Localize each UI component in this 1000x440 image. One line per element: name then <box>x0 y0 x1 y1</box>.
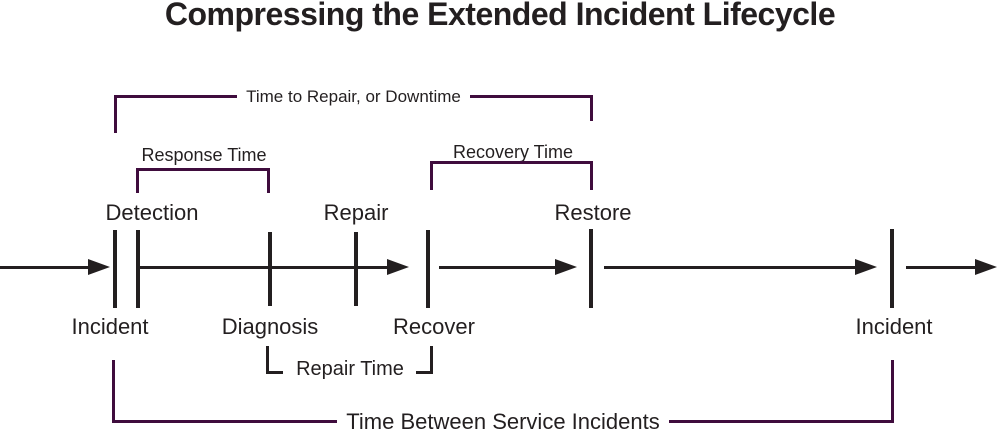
label-recovery-time: Recovery Time <box>452 142 574 162</box>
label-recover: Recover <box>393 314 475 339</box>
bracket-line <box>112 420 338 423</box>
tick-repair <box>354 232 358 306</box>
page-title: Compressing the Extended Incident Lifecy… <box>164 0 836 32</box>
response-bracket-left-leg <box>136 168 139 193</box>
bracket-line <box>114 95 238 98</box>
bracket-line <box>469 95 593 98</box>
label-repair: Repair <box>323 200 389 225</box>
label-restore: Restore <box>554 200 632 225</box>
response-bracket-right-leg <box>267 168 270 193</box>
timeline-segment-pre-incident <box>0 266 89 269</box>
repair-time-right-bracket <box>430 346 433 374</box>
arrowhead-icon <box>387 259 409 275</box>
arrowhead-icon <box>975 259 997 275</box>
label-time-between-incidents: Time Between Service Incidents <box>346 408 660 434</box>
recovery-bracket-left-leg <box>430 161 433 190</box>
tick-incident-start <box>113 230 117 308</box>
bracket-line <box>668 420 894 423</box>
label-incident-next: Incident <box>855 314 933 339</box>
label-downtime: Time to Repair, or Downtime <box>246 86 461 106</box>
repair-time-left-bracket <box>266 346 269 374</box>
between-bracket-bar: Time Between Service Incidents <box>112 408 894 434</box>
label-response-time: Response Time <box>141 145 267 165</box>
between-bracket-right-leg <box>891 360 894 422</box>
downtime-bracket-right-leg <box>590 96 593 121</box>
tick-recover <box>426 230 430 308</box>
label-incident-start: Incident <box>71 314 149 339</box>
downtime-bracket-left-leg <box>114 96 117 133</box>
repair-time-right-bracket-foot <box>416 371 433 374</box>
recovery-bracket-bar <box>430 161 593 164</box>
timeline-segment-restore-to-incident <box>604 266 856 269</box>
tick-incident-next <box>890 229 894 308</box>
timeline-segment-post-incident <box>906 266 976 269</box>
tick-detection <box>136 230 140 308</box>
label-repair-time: Repair Time <box>296 358 404 380</box>
tick-diagnosis <box>268 232 272 306</box>
between-bracket-left-leg <box>112 360 115 422</box>
arrowhead-icon <box>855 259 877 275</box>
recovery-bracket-right-leg <box>590 161 593 190</box>
timeline-segment-detection-to-recover <box>140 266 388 269</box>
timeline-segment-recover-to-restore <box>439 266 556 269</box>
downtime-bracket-bar: Time to Repair, or Downtime <box>114 86 593 106</box>
response-bracket-bar <box>136 168 270 171</box>
label-detection: Detection <box>105 200 199 225</box>
arrowhead-icon <box>555 259 577 275</box>
label-diagnosis: Diagnosis <box>221 314 319 339</box>
tick-restore <box>589 229 593 308</box>
repair-time-left-bracket-foot <box>266 371 283 374</box>
arrowhead-icon <box>88 259 110 275</box>
